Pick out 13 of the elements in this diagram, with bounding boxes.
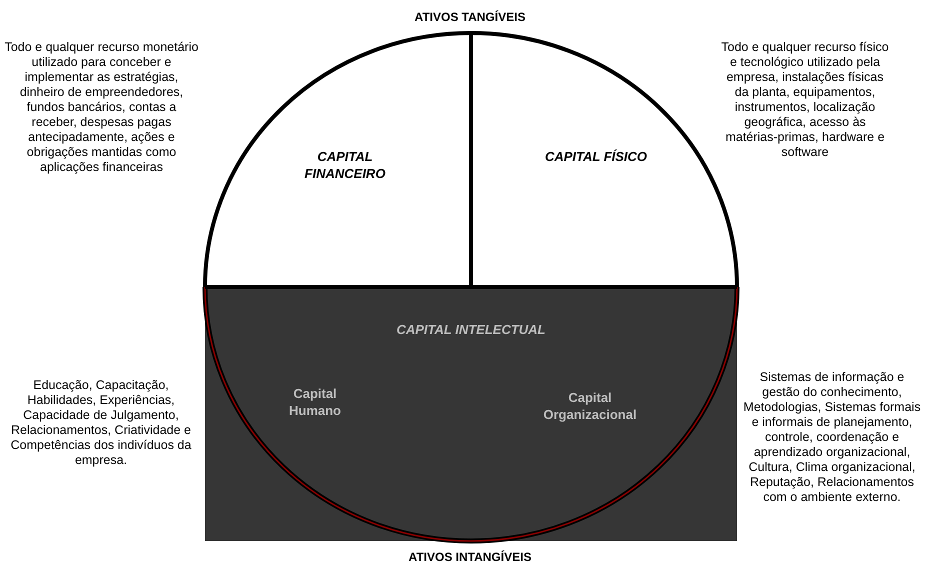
quadrant-segment — [205, 33, 471, 287]
description-text: Sistemas de informação e gestão do conhecimento, Metodologias, Sistemas formais e informais de planejamento, controle, coordenação e aprendizado organizacional, Cultura, Clima organizacional, Reputação, Relacionamentos com o ambiente externo. — [742, 370, 922, 505]
description-text: Todo e qualquer recurso físico e tecnológico utilizado pela empresa, instalações físicas da planta, equipamentos, instrumentos, localização geográfica, acesso às matérias-primas, hardware e software — [720, 40, 890, 160]
section-heading: ATIVOS TANGÍVEIS — [414, 10, 526, 24]
description-text: Todo e qualquer recurso monetário utilizado para conceber e implementar as estratégias, dinheiro de empreendedores, fundos bancários, contas a receber, despesas pagas antecipadamente, ações e obrigações mantidas como aplicações financeiras — [4, 40, 199, 175]
subsegment-title: Capital Organizacional — [542, 389, 638, 423]
description-text: Educação, Capacitação, Habilidades, Experiências, Capacidade de Julgamento, Relacionamentos, Criatividade e Competências dos indivíduos da empresa. — [10, 378, 192, 468]
segment-title: CAPITAL FINANCEIRO — [304, 148, 386, 182]
subsegment-title: Capital Humano — [288, 385, 342, 419]
half-circle-segment — [205, 287, 737, 541]
section-heading: ATIVOS INTANGÍVEIS — [408, 550, 532, 564]
segment-title: CAPITAL FÍSICO — [544, 148, 648, 165]
segment-title: CAPITAL INTELECTUAL — [395, 321, 546, 338]
